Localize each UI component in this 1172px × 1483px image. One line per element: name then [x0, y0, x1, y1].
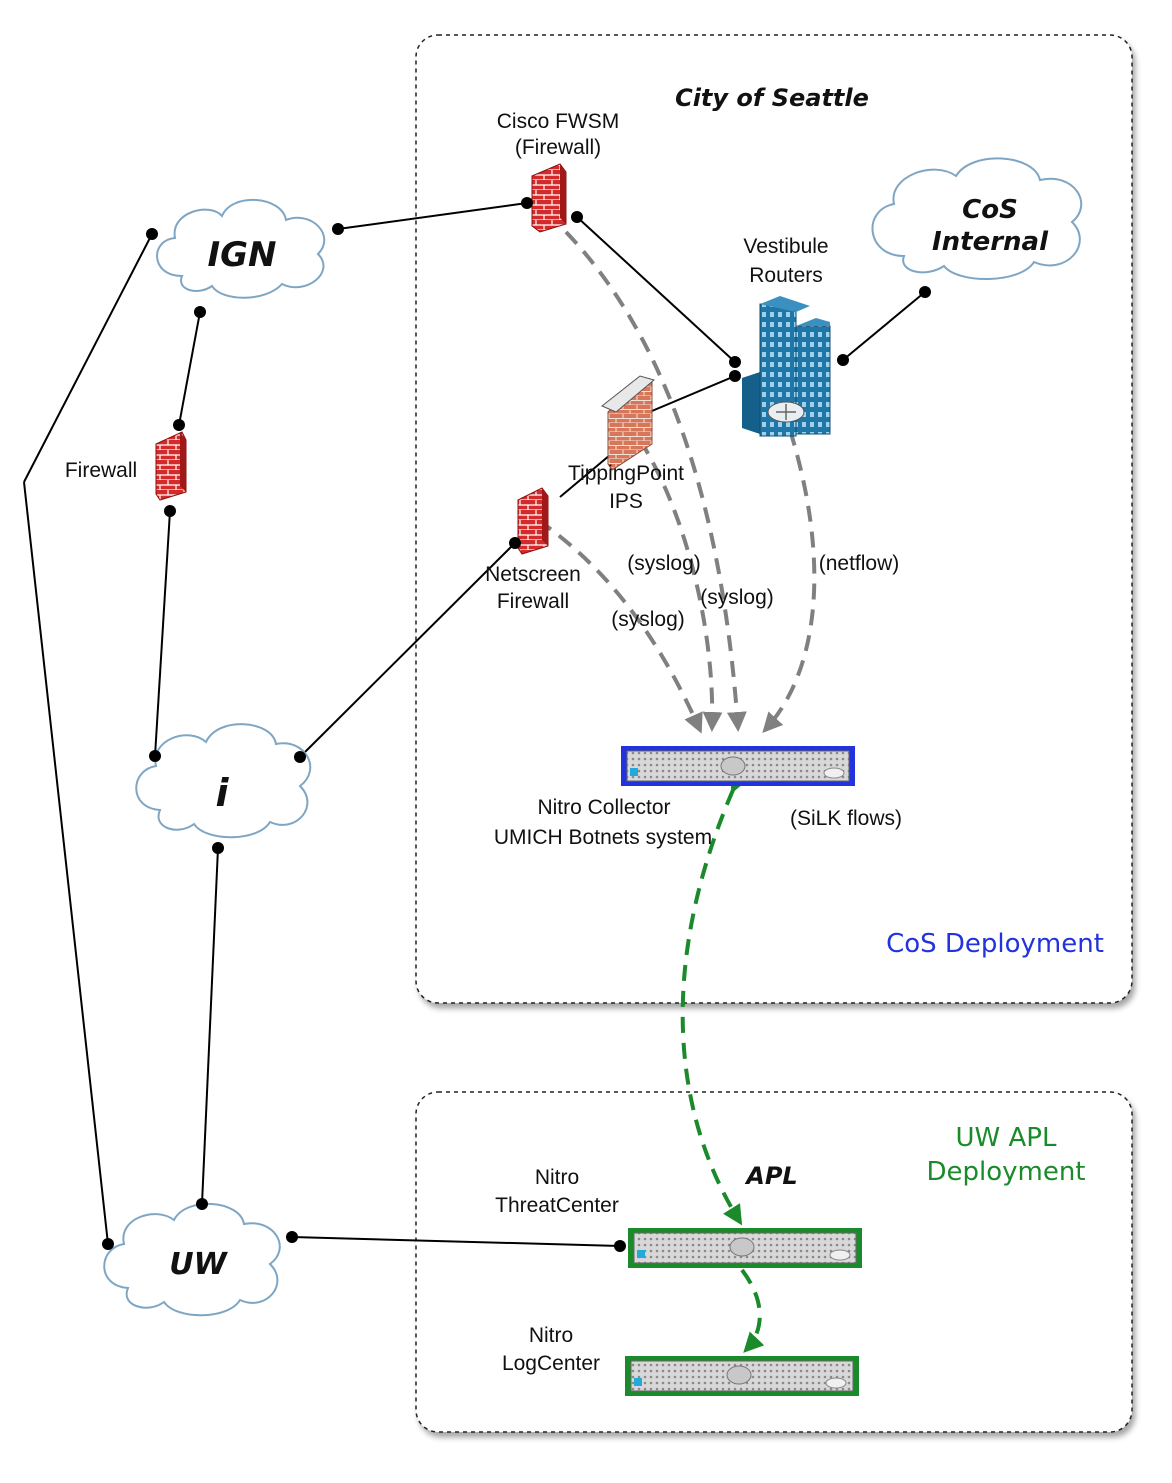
link-ign-firewall — [178, 311, 201, 426]
apl-zone-caption-line1: UW APL — [956, 1123, 1057, 1153]
nitro-threatcenter-label-line2: ThreatCenter — [495, 1194, 619, 1217]
cisco-fwsm-label-line2: (Firewall) — [515, 136, 601, 159]
silk-arrow-threatcenter-logcenter — [740, 1268, 765, 1353]
flow-label-silk: (SiLK flows) — [790, 807, 902, 830]
silk-arrow-collector-threatcenter — [680, 771, 749, 1226]
link-i-uw — [201, 847, 219, 1205]
cisco-fwsm: Cisco FWSM (Firewall) — [497, 110, 620, 233]
connection-dot — [194, 306, 206, 318]
nitro-logcenter-label-line1: Nitro — [529, 1324, 573, 1347]
cloud-ign-label: IGN — [207, 235, 276, 275]
cloud-i-label: i — [215, 771, 229, 815]
cloud-uw: UW — [103, 1202, 281, 1317]
connection-dot — [571, 211, 583, 223]
connection-dot — [286, 1231, 298, 1243]
connection-dot — [837, 354, 849, 366]
left-firewall: Firewall — [65, 431, 187, 501]
server-icon — [625, 1356, 859, 1396]
syslog-arrow-netscreen — [536, 518, 703, 734]
flow-label-netflow: (netflow) — [819, 552, 900, 575]
connection-dot — [212, 842, 224, 854]
syslog-arrow-cisco — [564, 230, 747, 732]
link-firewall-i — [154, 510, 171, 757]
flow-labels: (syslog) (syslog) (syslog) (netflow) (Si… — [611, 552, 902, 830]
cisco-fwsm-label-line1: Cisco FWSM — [497, 110, 620, 133]
nitro-collector: Nitro Collector UMICH Botnets system — [494, 746, 855, 849]
link-left-uw — [23, 481, 109, 1245]
connection-points — [102, 197, 931, 1252]
tippingpoint-ips: TippingPoint IPS — [568, 375, 684, 513]
nitro-collector-label-line1: Nitro Collector — [537, 796, 670, 819]
flow-label-syslog-a: (syslog) — [627, 552, 701, 575]
connection-dot — [509, 537, 521, 549]
vestibule-routers: Vestibule Routers — [742, 235, 831, 437]
link-netscreen-tipping — [559, 454, 611, 498]
link-router-cosinternal — [842, 291, 926, 361]
nitro-logcenter-label-line2: LogCenter — [502, 1352, 600, 1375]
cloud-icon — [871, 157, 1083, 281]
firewall-icon — [155, 431, 187, 501]
apl-zone-caption-line2: Deployment — [926, 1157, 1085, 1187]
connection-dot — [521, 197, 533, 209]
vestibule-label-line1: Vestibule — [743, 235, 828, 258]
netscreen-firewall: Netscreen Firewall — [485, 487, 581, 613]
link-ign-left — [23, 233, 153, 483]
cos-zone-title: City of Seattle — [675, 84, 869, 112]
firewall-icon — [517, 487, 549, 555]
router-building-icon — [742, 296, 831, 437]
connection-dot — [102, 1238, 114, 1250]
connection-dot — [149, 750, 161, 762]
nitro-logcenter: Nitro LogCenter — [502, 1324, 859, 1396]
apl-zone-title: APL — [744, 1162, 797, 1190]
link-cisco-router — [576, 216, 736, 363]
cloud-cos-internal: CoS Internal — [871, 157, 1083, 281]
syslog-arrow-tipping — [638, 438, 723, 732]
feed-arrows — [536, 230, 817, 734]
cloud-i: i — [135, 723, 312, 839]
server-icon — [628, 1228, 862, 1268]
link-ign-cisco — [337, 202, 528, 230]
connection-dot — [729, 370, 741, 382]
connection-dot — [332, 223, 344, 235]
cloud-ign: IGN — [156, 198, 326, 299]
cloud-icon — [156, 198, 326, 299]
cloud-cos-internal-line1: CoS — [962, 195, 1018, 225]
connection-dot — [146, 228, 158, 240]
netscreen-label-line2: Firewall — [497, 590, 569, 613]
connection-dot — [164, 505, 176, 517]
network-links — [23, 202, 926, 1247]
nitro-threatcenter-label-line1: Nitro — [535, 1166, 579, 1189]
cos-zone-caption: CoS Deployment — [886, 929, 1104, 959]
connection-dot — [614, 1240, 626, 1252]
netscreen-label-line1: Netscreen — [485, 563, 581, 586]
firewall-icon — [531, 163, 567, 233]
connection-dot — [173, 419, 185, 431]
silk-arrows — [680, 771, 765, 1353]
cloud-uw-label: UW — [169, 1247, 228, 1282]
tippingpoint-label-line1: TippingPoint — [568, 462, 684, 485]
connection-dot — [729, 356, 741, 368]
cos-zone: City of Seattle CoS Deployment — [415, 34, 1133, 1004]
link-netscreen-i — [299, 542, 516, 758]
connection-dot — [294, 751, 306, 763]
ips-wall-icon — [601, 375, 656, 471]
left-firewall-label: Firewall — [65, 459, 137, 482]
connection-dot — [196, 1198, 208, 1210]
tippingpoint-label-line2: IPS — [609, 490, 643, 513]
nitro-collector-label-line2: UMICH Botnets system — [494, 826, 712, 849]
flow-label-syslog-b: (syslog) — [700, 586, 774, 609]
vestibule-label-line2: Routers — [749, 264, 823, 287]
server-icon — [621, 746, 855, 786]
nitro-threatcenter: Nitro ThreatCenter — [495, 1166, 862, 1268]
link-tipping-router — [639, 375, 736, 417]
cloud-icon — [103, 1202, 281, 1317]
flow-label-syslog-c: (syslog) — [611, 608, 685, 631]
connection-dot — [919, 286, 931, 298]
cloud-cos-internal-line2: Internal — [932, 227, 1049, 257]
link-uw-threatcenter — [291, 1236, 621, 1247]
